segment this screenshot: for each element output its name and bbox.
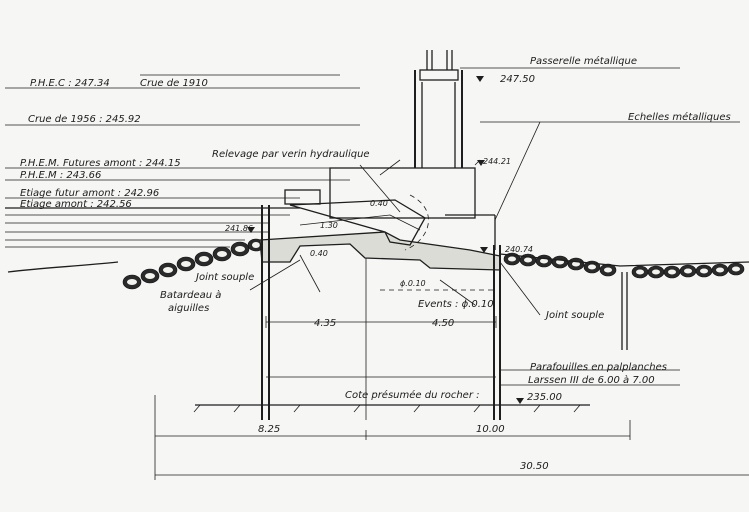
jack-arm — [359, 164, 401, 213]
level-lines — [5, 87, 360, 248]
dim-825-label: 8.25 — [258, 424, 280, 435]
dim-130-label: 1.30 — [320, 221, 338, 230]
elev-247-label: 247.50 — [500, 74, 535, 85]
elev-235-label: 235.00 — [527, 392, 562, 403]
dim-450-label: 4.50 — [432, 318, 454, 329]
crue-1956-label: Crue de 1956 : 245.92 — [28, 114, 141, 125]
elev-241-label: 241.86 — [225, 224, 253, 233]
etiage-futur-label: Etiage futur amont : 242.96 — [20, 188, 159, 199]
concrete-sill — [259, 231, 501, 271]
small-label-1: 0.40 — [310, 249, 328, 258]
rock-hatch — [193, 404, 581, 413]
elevation-markers — [247, 76, 524, 404]
phem-futures-label: P.H.E.M. Futures amont : 244.15 — [20, 158, 181, 169]
parafouilles-label: Parafouilles en palplanches — [530, 362, 667, 373]
dim-040-label: 0.40 — [370, 199, 388, 208]
gate-flap — [289, 199, 426, 246]
relevage-label: Relevage par verin hydraulique — [212, 149, 370, 160]
batardeau-label: Batardeau à — [160, 289, 221, 301]
small-label-2: ɸ.0.10 — [400, 279, 426, 288]
left-bank-ground — [7, 261, 119, 273]
events-label: Events : ɸ.0.10 — [418, 299, 494, 310]
riprap-right — [503, 252, 745, 279]
echelles-label: Echelles métalliques — [628, 111, 731, 123]
phec-label: P.H.E.C : 247.34 — [30, 78, 110, 89]
crue-1910-label: Crue de 1910 — [140, 78, 208, 89]
right-bank-ground — [499, 253, 749, 267]
dim-435-label: 4.35 — [314, 318, 336, 329]
leader-lines — [140, 67, 740, 386]
hinge-block — [284, 189, 321, 205]
dimension-lines — [154, 316, 749, 480]
walkway-tower — [414, 50, 463, 168]
joint-souple-left-label: Joint souple — [194, 272, 254, 283]
swing-arc — [404, 194, 429, 251]
sheet-piles — [261, 205, 501, 420]
dim-1000-label: 10.00 — [476, 424, 505, 435]
cote-rocher-label: Cote présumée du rocher : — [345, 389, 479, 401]
aiguilles-label: aiguilles — [168, 303, 209, 314]
etiage-amont-label: Etiage amont : 242.56 — [20, 199, 132, 210]
riprap-left — [122, 238, 265, 290]
elev-240-label: 240.74 — [505, 245, 533, 254]
dim-3050-label: 30.50 — [520, 461, 549, 472]
pier-block — [329, 167, 476, 219]
phem-label: P.H.E.M : 243.66 — [20, 170, 101, 181]
elev-244-label: 244.21 — [483, 157, 511, 166]
larssen-label: Larssen III de 6.00 à 7.00 — [528, 374, 655, 386]
joint-souple-right-label: Joint souple — [544, 310, 604, 321]
gate-inner-line — [299, 214, 421, 231]
passerelle-label: Passerelle métallique — [530, 55, 637, 67]
